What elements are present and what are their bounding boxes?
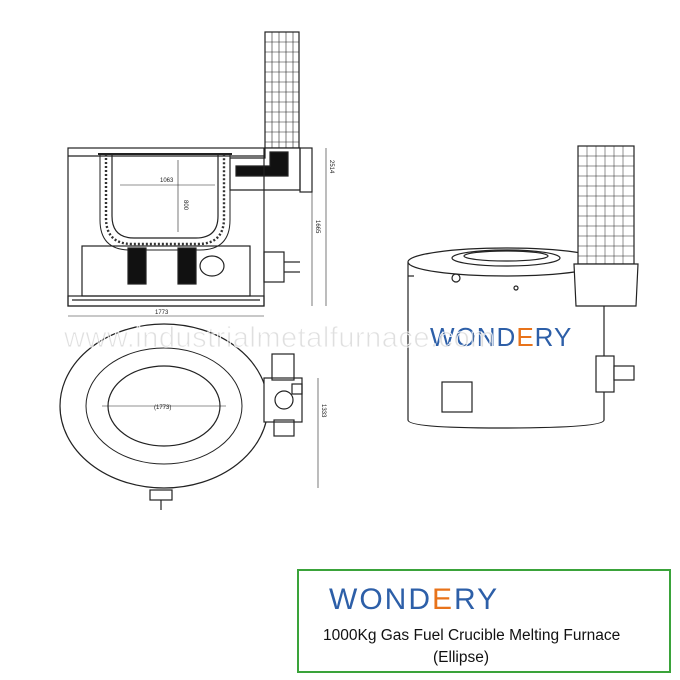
caption-title: 1000Kg Gas Fuel Crucible Melting Furnace (323, 627, 621, 644)
total-height-label: 2514 (328, 160, 334, 174)
brand-prefix: WOND (329, 583, 432, 616)
tank-brand-logo: WONDERY (430, 322, 572, 352)
brand-logo: WONDERY (329, 583, 499, 617)
ellipse-depth-label: 1333 (320, 404, 326, 418)
front-section-view: 1063 800 2514 1665 1773 (67, 31, 334, 317)
watermark-url: www.industrialmetalfurnace.com (64, 322, 495, 355)
crucible-depth-label: 800 (182, 200, 188, 211)
top-view: (1773) 1333 (59, 323, 326, 510)
caption-subtitle: (Ellipse) (433, 649, 489, 666)
base-width-label: 1773 (155, 310, 169, 316)
body-height-label: 1665 (314, 220, 320, 234)
brand-accent: E (431, 583, 454, 616)
brand-suffix: RY (454, 583, 500, 616)
ellipse-inner-label: (1773) (154, 405, 171, 411)
crucible-width-label: 1063 (160, 178, 174, 184)
isometric-view (407, 145, 639, 429)
caption-panel: WONDERY 1000Kg Gas Fuel Crucible Melting… (297, 569, 671, 673)
